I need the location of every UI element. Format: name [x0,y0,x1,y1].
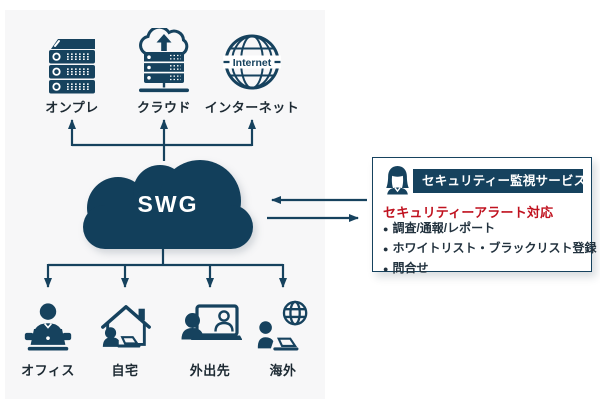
security-service-panel: セキュリティー監視サービス セキュリティーアラート対応 ● 調査/通報/レポート… [372,157,596,275]
cloud-server-icon [139,28,189,93]
bullet-text: 問合せ [392,261,429,275]
bullet-item: ● ホワイトリスト・ブラックリスト登録 [383,239,596,259]
swg-cloud-shape [83,160,253,249]
label-internet: インターネット [204,100,300,115]
label-outside: 外出先 [189,363,231,378]
label-cloud: クラウド [136,100,191,115]
support-agent-icon [386,165,409,195]
bullet-item: ● 調査/通報/レポート [383,219,585,239]
bullet-item: ● 問合せ [383,259,585,279]
bullet-text: ホワイトリスト・ブラックリスト登録 [392,241,597,255]
label-home: 自宅 [111,363,139,378]
swg-label: SWG [137,191,199,217]
overseas-worker-icon [257,300,308,351]
label-overseas: 海外 [269,363,297,378]
panel-bullet-list: ● 調査/通報/レポート ● ホワイトリスト・ブラックリスト登録 ● 問合せ [383,219,596,279]
bullet-dot-icon: ● [383,244,389,254]
globe-internet-text: Internet [233,57,272,69]
bullet-text: 調査/通報/レポート [392,221,496,235]
bullet-dot-icon: ● [383,264,389,274]
server-icon [49,39,95,94]
office-worker-icon [24,303,72,351]
video-call-icon [181,304,242,340]
panel-title: セキュリティー監視サービス [413,169,586,193]
label-office: オフィス [21,363,75,378]
label-onprem: オンプレ [45,100,99,115]
bullet-dot-icon: ● [383,224,389,234]
panel-heading: セキュリティーアラート対応 [383,205,554,220]
home-worker-icon [101,305,151,348]
internet-globe-icon: Internet [223,34,281,90]
